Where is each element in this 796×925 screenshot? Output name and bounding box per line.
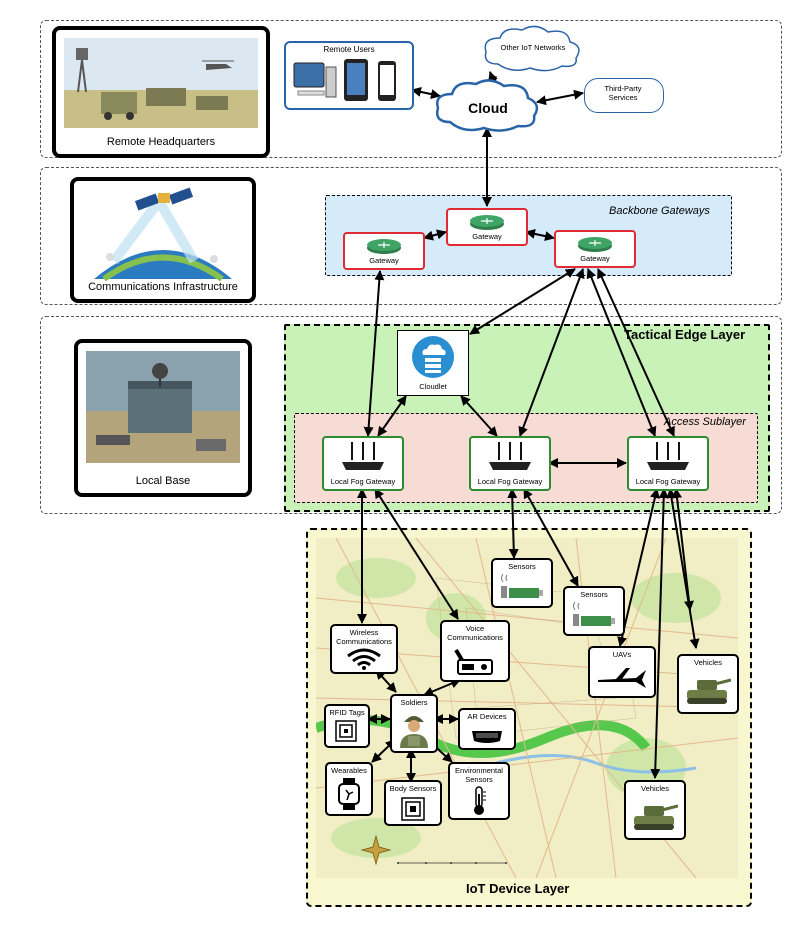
wireless-communications-label: Wireless Communications bbox=[336, 628, 392, 646]
wifi-router-icon bbox=[647, 442, 689, 470]
vehicles-node-1: Vehicles bbox=[677, 654, 739, 714]
satellite-illustration bbox=[94, 187, 232, 282]
fog-gateway-left-label: Local Fog Gateway bbox=[330, 477, 396, 486]
local-base-caption: Local Base bbox=[135, 475, 191, 487]
thermometer-icon bbox=[474, 786, 486, 815]
fog-gateway-center-label: Local Fog Gateway bbox=[477, 477, 543, 486]
router-icon bbox=[367, 239, 401, 254]
vehicles-label-2: Vehicles bbox=[641, 784, 669, 793]
wifi-router-icon bbox=[489, 442, 531, 470]
remote-users-box: Remote Users bbox=[284, 41, 414, 110]
fog-gateway-left: Local Fog Gateway bbox=[322, 436, 404, 491]
rfid-tags-label: RFID Tags bbox=[329, 708, 365, 717]
vehicles-label-1: Vehicles bbox=[694, 658, 722, 667]
remote-users-label: Remote Users bbox=[323, 45, 375, 54]
fog-gateway-center: Local Fog Gateway bbox=[469, 436, 551, 491]
body-sensor-icon bbox=[401, 797, 425, 821]
environmental-sensors-node: Environmental Sensors bbox=[448, 762, 510, 820]
cloud-icon bbox=[436, 79, 539, 132]
backbone-gateway-center: Gateway bbox=[446, 208, 528, 246]
local-base-thumb: Local Base bbox=[74, 339, 252, 497]
body-sensors-label: Body Sensors bbox=[389, 784, 437, 793]
uavs-node: UAVs bbox=[588, 646, 656, 698]
hq-layer bbox=[40, 20, 782, 158]
ar-devices-node: AR Devices bbox=[458, 708, 516, 750]
uavs-label: UAVs bbox=[612, 650, 632, 659]
smartwatch-icon bbox=[338, 778, 360, 810]
access-label: Access Sublayer bbox=[664, 416, 746, 428]
soldiers-label: Soldiers bbox=[400, 698, 428, 707]
backbone-gateway-right: Gateway bbox=[554, 230, 636, 268]
communications-infrastructure-caption: Communications Infrastructure bbox=[88, 281, 238, 293]
cloud-label: Cloud bbox=[468, 100, 508, 116]
wearables-node: Wearables bbox=[325, 762, 373, 816]
tank-icon bbox=[687, 678, 731, 704]
communications-infrastructure-thumb: Communications Infrastructure bbox=[70, 177, 256, 303]
tank-icon bbox=[634, 804, 678, 830]
voice-communications-label: Voice Communications bbox=[447, 624, 503, 642]
fog-gateway-right: Local Fog Gateway bbox=[627, 436, 709, 491]
sensors-node-1: Sensors bbox=[491, 558, 553, 608]
voice-communications-node: Voice Communications bbox=[440, 620, 510, 682]
wifi-router-icon bbox=[342, 442, 384, 470]
other-networks-cloud-shape bbox=[484, 25, 580, 72]
remote-headquarters-thumb: Remote Headquarters bbox=[52, 26, 270, 158]
router-icon bbox=[578, 237, 612, 252]
ar-devices-label: AR Devices bbox=[467, 712, 507, 721]
uav-icon bbox=[598, 668, 646, 688]
environmental-sensors-label: Environmental Sensors bbox=[455, 766, 503, 784]
headquarters-illustration bbox=[64, 38, 258, 128]
rfid-tags-node: RFID Tags bbox=[324, 704, 370, 748]
vehicles-node-2: Vehicles bbox=[624, 780, 686, 840]
fog-gateway-right-label: Local Fog Gateway bbox=[635, 477, 701, 486]
sensors-label-1: Sensors bbox=[508, 562, 536, 571]
rfid-icon bbox=[335, 720, 357, 742]
other-networks-label: Other IoT Networks bbox=[500, 43, 566, 52]
comms-layer bbox=[40, 167, 782, 305]
soldiers-node: Soldiers bbox=[390, 694, 438, 753]
wireless-communications-node: Wireless Communications bbox=[330, 624, 398, 674]
backbone-gateway-left: Gateway bbox=[343, 232, 425, 270]
soldier-icon bbox=[400, 716, 428, 748]
iot-layer-title: IoT Device Layer bbox=[466, 881, 570, 896]
cloudlet-label: Cloudlet bbox=[419, 382, 447, 391]
local-base-illustration bbox=[86, 351, 240, 463]
backbone-gateway-right-label: Gateway bbox=[580, 254, 610, 263]
remote-headquarters-caption: Remote Headquarters bbox=[106, 136, 216, 148]
wifi-icon bbox=[347, 648, 381, 670]
body-sensors-node: Body Sensors bbox=[384, 780, 442, 826]
sensor-board-icon bbox=[573, 602, 615, 626]
router-icon bbox=[470, 215, 504, 230]
ar-goggles-icon bbox=[472, 731, 502, 743]
backbone-label: Backbone Gateways bbox=[609, 205, 710, 217]
backbone-gateway-left-label: Gateway bbox=[369, 256, 399, 265]
third-party-services-box bbox=[584, 78, 664, 113]
cloudlet-icon bbox=[412, 336, 454, 378]
backbone-gateway-center-label: Gateway bbox=[472, 232, 502, 241]
user-devices-icon bbox=[293, 59, 396, 101]
sensors-label-2: Sensors bbox=[580, 590, 608, 599]
radio-icon bbox=[454, 648, 493, 675]
sensors-node-2: Sensors bbox=[563, 586, 625, 636]
cloudlet-box: Cloudlet bbox=[397, 330, 469, 396]
sensor-board-icon bbox=[501, 574, 543, 598]
third-party-services-label: Third-Party Services bbox=[604, 84, 642, 102]
wearables-label: Wearables bbox=[331, 766, 367, 775]
